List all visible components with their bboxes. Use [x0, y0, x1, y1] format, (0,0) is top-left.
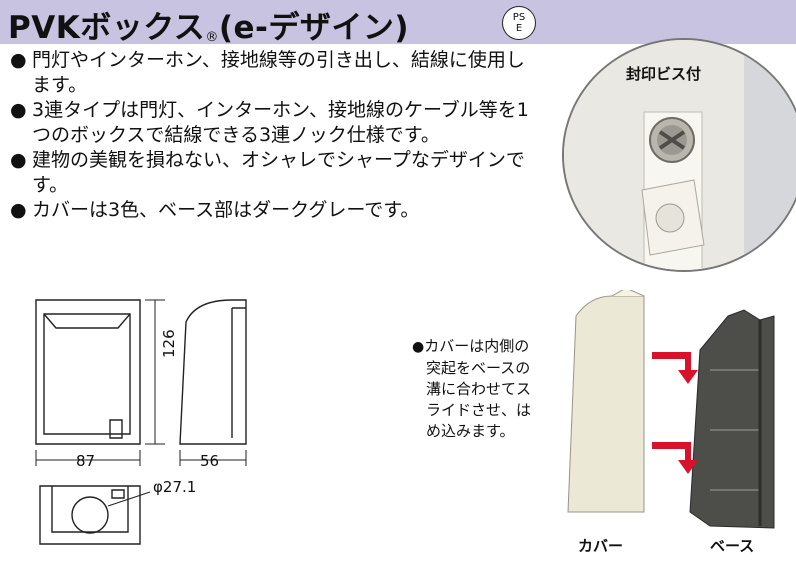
page-title: PVKボックス®(e-デザイン) [8, 2, 409, 47]
slide-arrow-icon [652, 352, 698, 384]
depth-dimension: 56 [200, 452, 220, 470]
feature-list: 門灯やインターホン、接地線等の引き出し、結線に使用します。 3連タイプは門灯、イ… [10, 48, 530, 223]
note-line: め込みます。 [426, 422, 515, 440]
height-dimension: 126 [160, 329, 178, 358]
hole-dimension: φ27.1 [153, 478, 197, 496]
note-line: カバーは内側の [424, 337, 530, 355]
front-view [35, 299, 165, 466]
seal-screw-label: 封印ビス付 [626, 65, 702, 83]
note-line: 溝に合わせてス [426, 380, 532, 398]
slide-arrow-icon [652, 442, 698, 474]
feature-item: 3連タイプは門灯、インターホン、接地線のケーブル等を1つのボックスで結線できる3… [10, 98, 530, 148]
cover-base-illustration [567, 290, 775, 529]
feature-item: 建物の美観を損ねない、オシャレでシャープなデザインです。 [10, 148, 530, 198]
feature-item: カバーは3色、ベース部はダークグレーです。 [10, 198, 530, 223]
registered-mark: ® [205, 30, 219, 45]
bottom-view [39, 485, 151, 545]
cover-part [567, 295, 645, 513]
note-bullet: ● [412, 339, 425, 355]
base-part [689, 309, 775, 529]
width-dimension: 87 [76, 452, 96, 470]
dimension-drawing [35, 299, 247, 545]
seal-screw-photo [562, 38, 796, 272]
title-main: PVKボックス [8, 10, 206, 46]
title-suffix: (e-デザイン) [218, 10, 410, 46]
pse-bottom: E [515, 23, 523, 34]
note-line: ライドさせ、は [426, 401, 532, 419]
feature-item: 門灯やインターホン、接地線等の引き出し、結線に使用します。 [10, 48, 530, 98]
base-label: ベース [710, 537, 755, 555]
note-line: 突起をベースの [426, 359, 531, 377]
title-bar: PVKボックス®(e-デザイン) PS E [0, 0, 796, 47]
assembly-note: ●カバーは内側の 突起をベースの 溝に合わせてス ライドさせ、は め込みます。 [412, 336, 562, 442]
pse-mark-icon: PS E [502, 6, 536, 40]
cover-label: カバー [578, 537, 624, 555]
pse-top: PS [512, 12, 526, 23]
side-view [179, 299, 247, 466]
